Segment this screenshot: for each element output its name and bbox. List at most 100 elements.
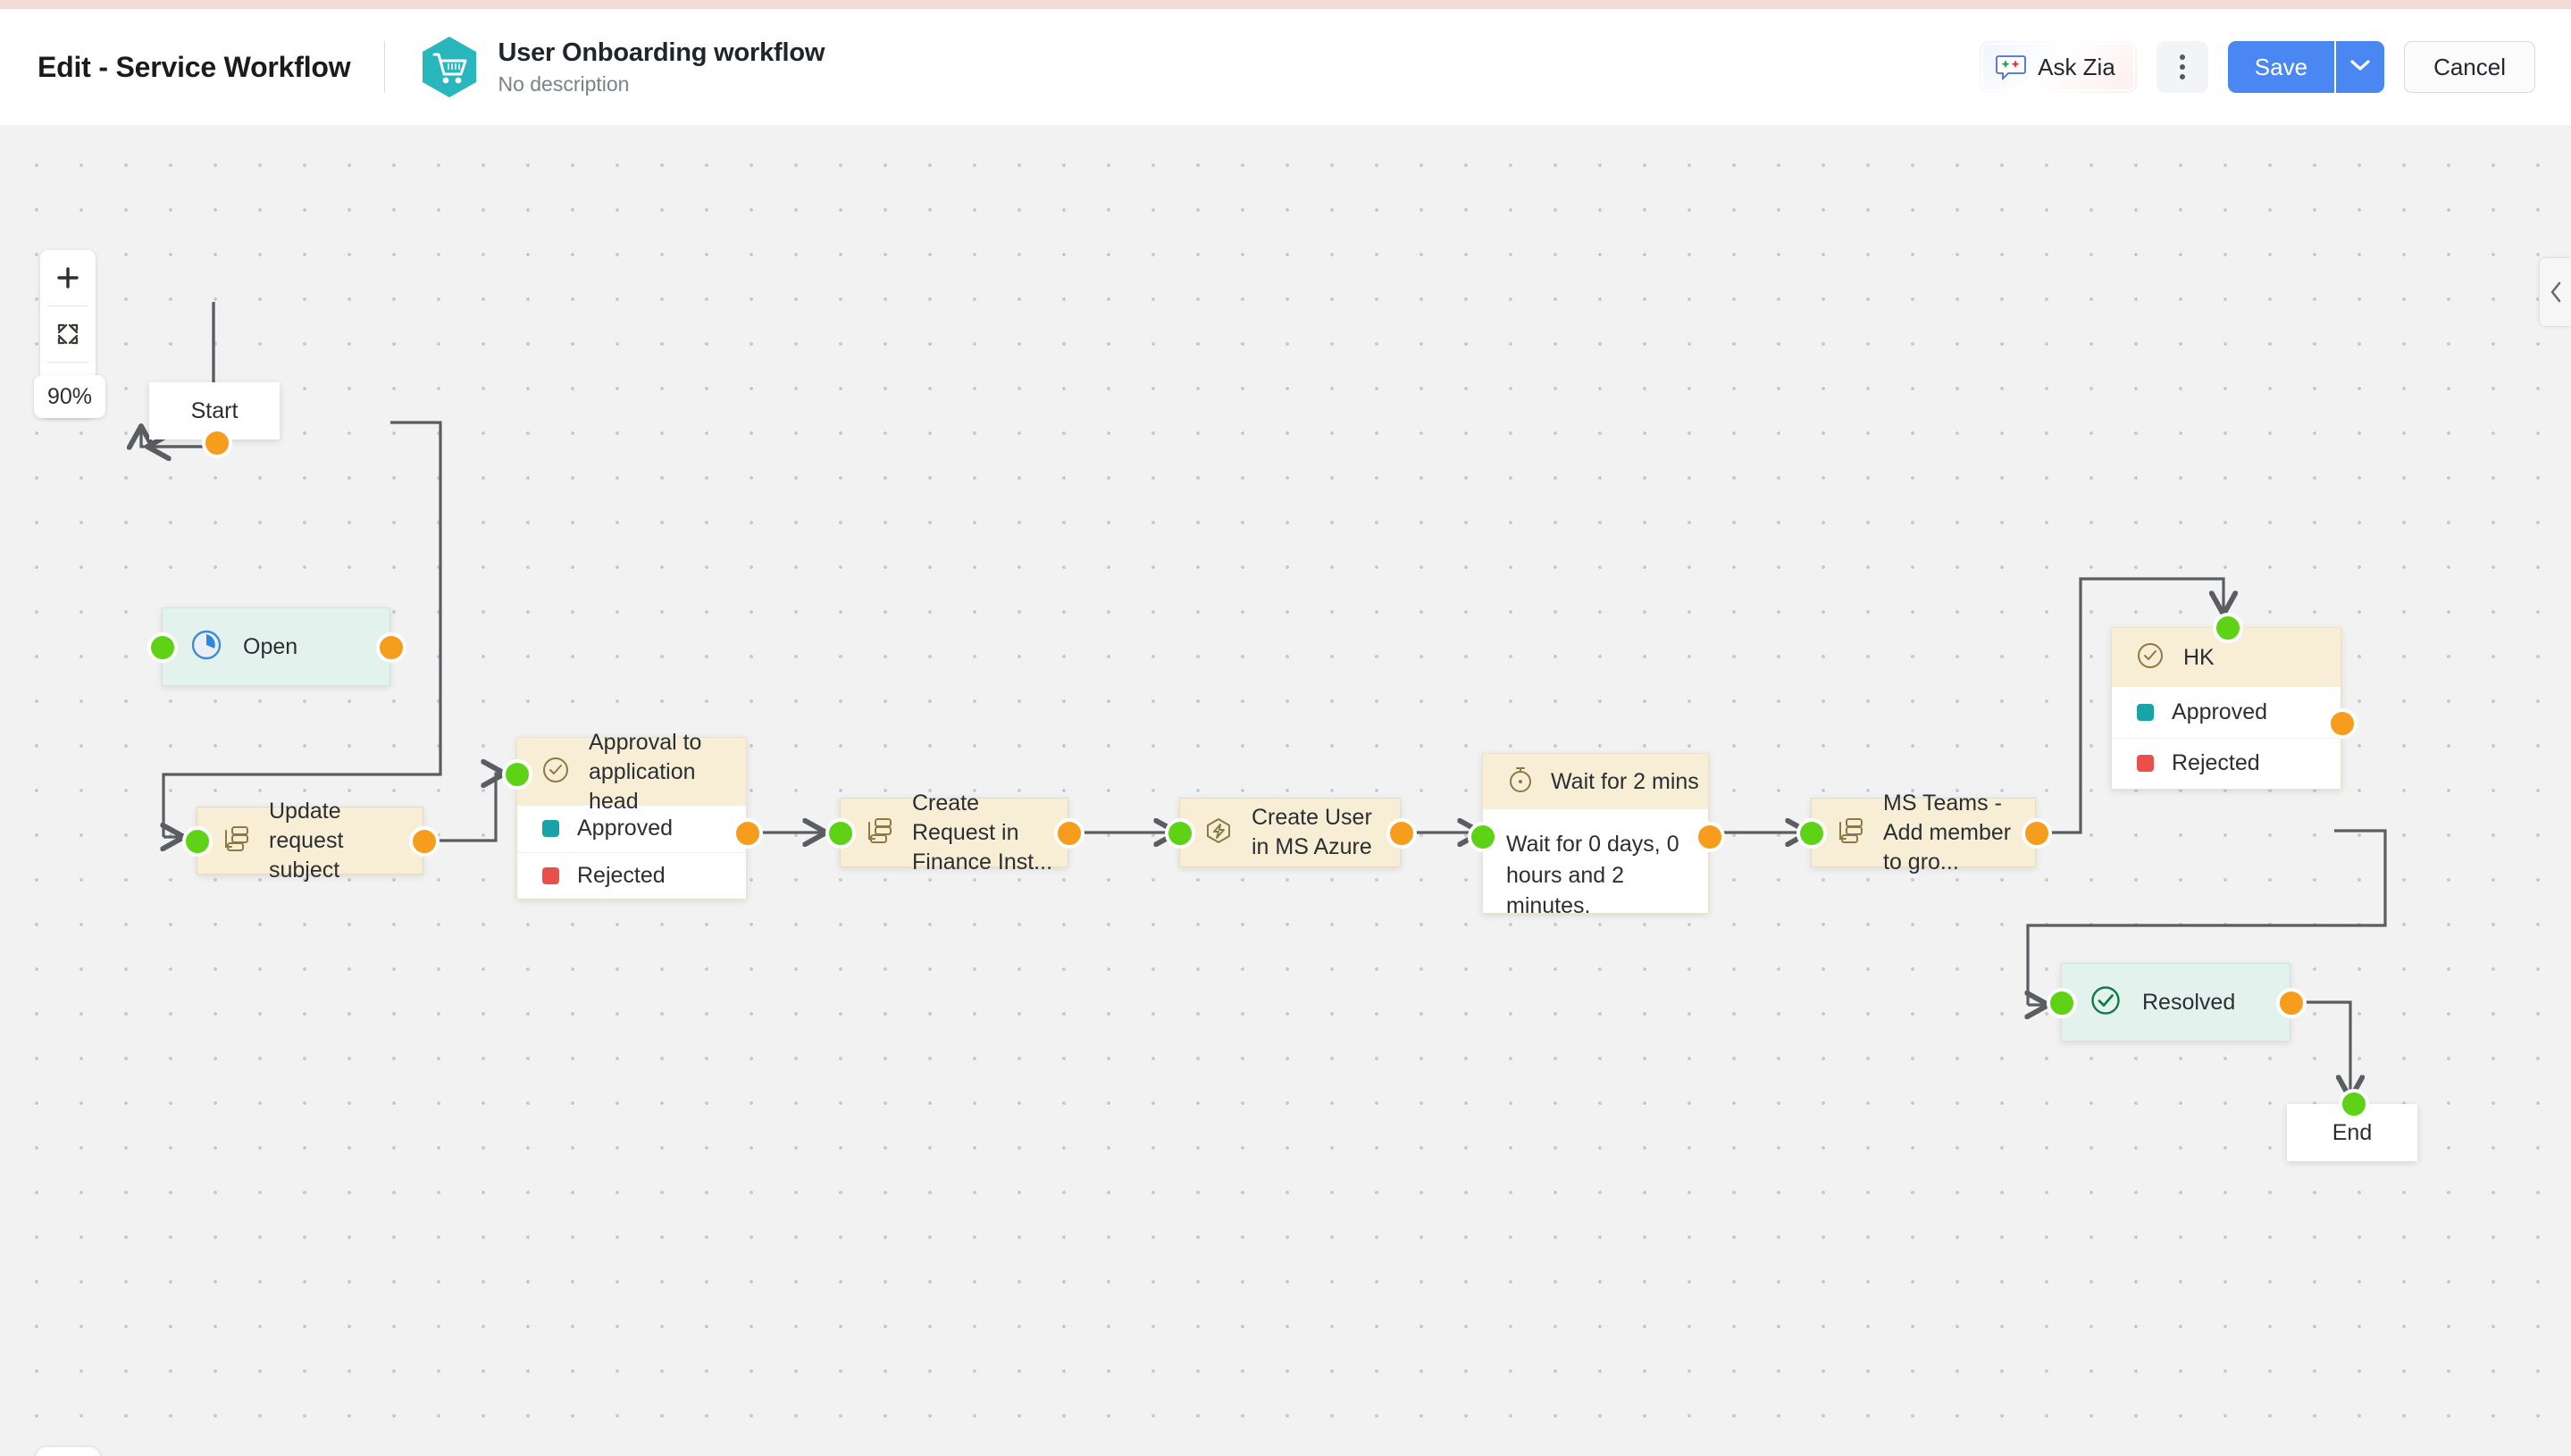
port-input[interactable] <box>1165 818 1195 849</box>
zoom-divider <box>47 362 88 363</box>
collapse-panel-button[interactable] <box>2539 257 2571 327</box>
node-palette-button[interactable] <box>36 1447 100 1456</box>
ask-zia-button[interactable]: Ask Zia <box>1980 41 2137 93</box>
kebab-dot <box>2179 64 2185 70</box>
chevron-down-icon <box>2349 59 2371 76</box>
node-update-request-subject[interactable]: Update request subject <box>182 799 440 883</box>
port-output[interactable] <box>2276 988 2307 1018</box>
port-input[interactable] <box>1796 818 1827 849</box>
approval-header: Approval to application head <box>517 730 746 814</box>
resolved-status-icon <box>2089 983 2123 1022</box>
top-accent-strip <box>0 0 2571 9</box>
node-resolved-label: Resolved <box>2142 989 2236 1015</box>
fit-to-screen-button[interactable] <box>40 306 96 362</box>
header-actions: Ask Zia Save Cancel <box>1980 41 2535 93</box>
kebab-dot <box>2179 74 2185 79</box>
field-update-icon <box>864 816 894 850</box>
node-open[interactable]: Open <box>147 607 406 686</box>
save-button-group: Save <box>2227 41 2385 93</box>
node-start[interactable]: Start <box>149 382 280 458</box>
node-wait-body: Wait for 0 days, 0 hours and 2 minutes. <box>1506 832 1679 918</box>
node-open-label: Open <box>243 633 298 659</box>
fit-to-screen-icon <box>57 323 79 345</box>
workflow-name: User Onboarding workflow <box>498 38 825 67</box>
hk-outcome-rejected[interactable]: Rejected <box>2112 737 2341 790</box>
workflow-identity: User Onboarding workflow No description <box>419 35 825 99</box>
zoom-divider <box>47 305 88 306</box>
port-input[interactable] <box>825 818 856 849</box>
port-input[interactable] <box>2339 1089 2369 1119</box>
zia-sparkle-icon <box>1996 54 2027 81</box>
approval-rejected-label: Rejected <box>577 862 666 888</box>
port-output[interactable] <box>376 632 406 663</box>
wait-header: Wait for 2 mins <box>1483 754 1708 809</box>
port-output[interactable] <box>409 826 440 857</box>
status-swatch <box>542 820 559 838</box>
zoom-in-button[interactable] <box>40 250 96 305</box>
chevron-left-icon <box>2550 281 2560 303</box>
field-update-icon <box>221 824 251 858</box>
approval-approved-label: Approved <box>577 816 674 841</box>
status-swatch <box>542 866 559 884</box>
node-azure-label: Create User in MS Azure <box>1252 805 1372 859</box>
port-input[interactable] <box>182 826 213 857</box>
port-input[interactable] <box>502 759 532 790</box>
app-header: Edit - Service Workflow User Onboarding … <box>0 9 2571 125</box>
kebab-dot <box>2179 54 2185 60</box>
cancel-button[interactable]: Cancel <box>2404 41 2535 93</box>
status-swatch <box>2137 703 2154 721</box>
node-hk-approval[interactable]: HK Approved Rejected <box>2111 613 2357 790</box>
approval-outcome-rejected[interactable]: Rejected <box>517 851 746 900</box>
header-divider <box>384 41 386 93</box>
hk-rejected-label: Rejected <box>2172 750 2260 776</box>
port-output[interactable] <box>2327 708 2357 739</box>
node-create-user-ms-azure[interactable]: Create User in MS Azure <box>1165 798 1417 867</box>
port-output[interactable] <box>1695 822 1725 852</box>
field-update-icon <box>1835 816 1865 850</box>
status-swatch <box>2137 755 2154 773</box>
node-end-label: End <box>2332 1119 2373 1145</box>
node-approval-label: Approval to application head <box>589 729 702 814</box>
workflow-canvas[interactable]: 90% Start Open <box>0 125 2571 1456</box>
port-output[interactable] <box>1386 818 1417 849</box>
node-wait-label: Wait for 2 mins <box>1551 768 1699 794</box>
open-status-icon <box>189 628 223 666</box>
node-end[interactable]: End <box>2287 1089 2417 1161</box>
page-title: Edit - Service Workflow <box>38 50 351 83</box>
node-ms-teams-add-member[interactable]: MS Teams - Add member to gro... <box>1796 791 2052 874</box>
approval-check-icon <box>2135 640 2165 675</box>
hk-approved-label: Approved <box>2172 699 2268 724</box>
node-create-request-finance[interactable]: Create Request in Finance Inst... <box>825 791 1085 874</box>
port-output[interactable] <box>733 818 763 849</box>
connector-resolved-end <box>2290 1000 2350 1099</box>
node-start-label: Start <box>190 397 239 423</box>
approval-outcome-approved[interactable]: Approved <box>517 806 746 852</box>
node-hk-label: HK <box>2183 644 2215 670</box>
port-input[interactable] <box>2213 613 2243 643</box>
node-resolved[interactable]: Resolved <box>2047 963 2307 1042</box>
ask-zia-label: Ask Zia <box>2038 53 2115 80</box>
port-input[interactable] <box>2047 988 2077 1018</box>
hk-outcome-approved[interactable]: Approved <box>2112 687 2341 738</box>
connector-layer <box>0 302 2387 1456</box>
node-update-label: Update request subject <box>269 798 344 883</box>
shopping-cart-hexagon-icon <box>419 35 480 99</box>
port-output[interactable] <box>2022 818 2052 849</box>
approval-check-icon <box>540 755 571 790</box>
port-output[interactable] <box>1054 818 1085 849</box>
plus-icon <box>57 267 79 289</box>
more-options-button[interactable] <box>2156 41 2208 93</box>
save-dropdown-button[interactable] <box>2336 41 2385 93</box>
custom-function-icon <box>1203 816 1234 850</box>
port-input[interactable] <box>1468 822 1498 852</box>
save-button[interactable]: Save <box>2227 41 2335 93</box>
port-input[interactable] <box>147 632 178 663</box>
workflow-description: No description <box>498 71 630 96</box>
node-msteams-label: MS Teams - Add member to gro... <box>1883 790 2012 874</box>
node-create-request-label: Create Request in Finance Inst... <box>912 790 1053 874</box>
port-output[interactable] <box>202 428 232 458</box>
zoom-level-indicator[interactable]: 90% <box>34 375 105 418</box>
save-divider <box>2334 41 2337 93</box>
node-approval-to-application-head[interactable]: Approval to application head Approved Re… <box>502 730 763 900</box>
node-wait-for-2-mins[interactable]: Wait for 2 mins Wait for 0 days, 0 hours… <box>1468 753 1725 918</box>
